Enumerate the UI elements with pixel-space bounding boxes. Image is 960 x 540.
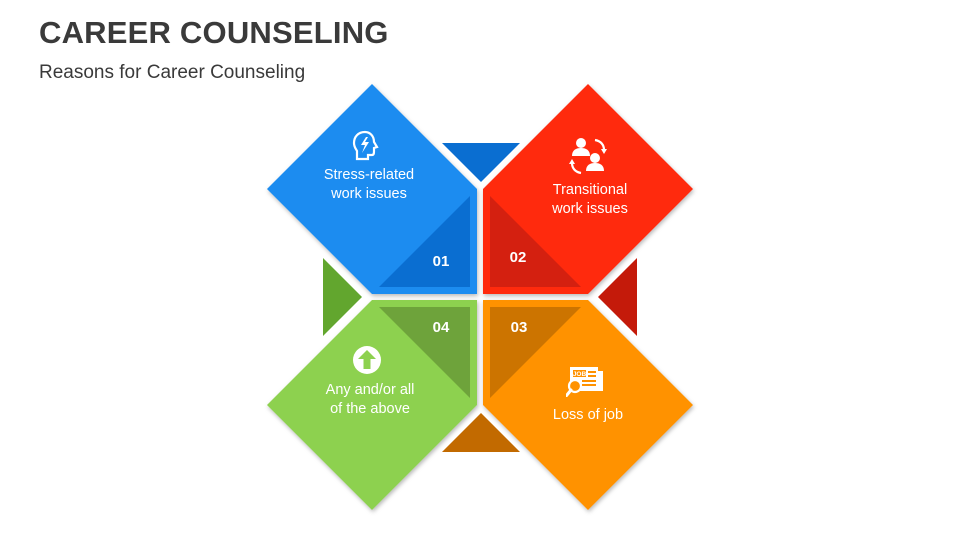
- item-label-02: Transitional work issues: [520, 181, 660, 219]
- item-label-01-line1: Stress-related: [323, 167, 415, 183]
- item-label-04: Any and/or all of the above: [300, 381, 440, 419]
- page-subtitle: Reasons for Career Counseling: [39, 62, 306, 83]
- item-label-02-line2: work issues: [552, 201, 628, 217]
- item-label-02-line1: Transitional: [552, 182, 628, 198]
- item-label-04-line1: Any and/or all: [325, 382, 415, 398]
- item-number-03: 03: [510, 319, 528, 336]
- item-label-04-line2: of the above: [330, 401, 410, 417]
- item-label-01: Stress-related work issues: [299, 166, 439, 204]
- connector-left: [323, 258, 362, 336]
- people-transition-icon: [569, 138, 607, 175]
- page-title: CAREER COUNSELING: [39, 15, 389, 50]
- diamond-03: [483, 300, 693, 510]
- diamond-04: [267, 300, 477, 510]
- item-number-04: 04: [432, 319, 450, 336]
- diamond-01: [267, 84, 477, 294]
- connector-top: [442, 143, 520, 182]
- connector-right: [598, 258, 637, 336]
- item-label-03-line1: Loss of job: [552, 407, 624, 423]
- diamond-02: [483, 84, 693, 294]
- item-number-01: 01: [432, 253, 450, 270]
- svg-text:JOB: JOB: [573, 371, 587, 378]
- connector-bottom: [442, 413, 520, 452]
- job-search-icon: JOB: [566, 367, 603, 397]
- item-label-01-line2: work issues: [331, 186, 407, 202]
- arrow-up-circle-icon: [353, 346, 381, 374]
- item-label-03: Loss of job: [518, 406, 658, 425]
- stress-head-icon: [352, 130, 379, 161]
- item-number-02: 02: [509, 249, 527, 266]
